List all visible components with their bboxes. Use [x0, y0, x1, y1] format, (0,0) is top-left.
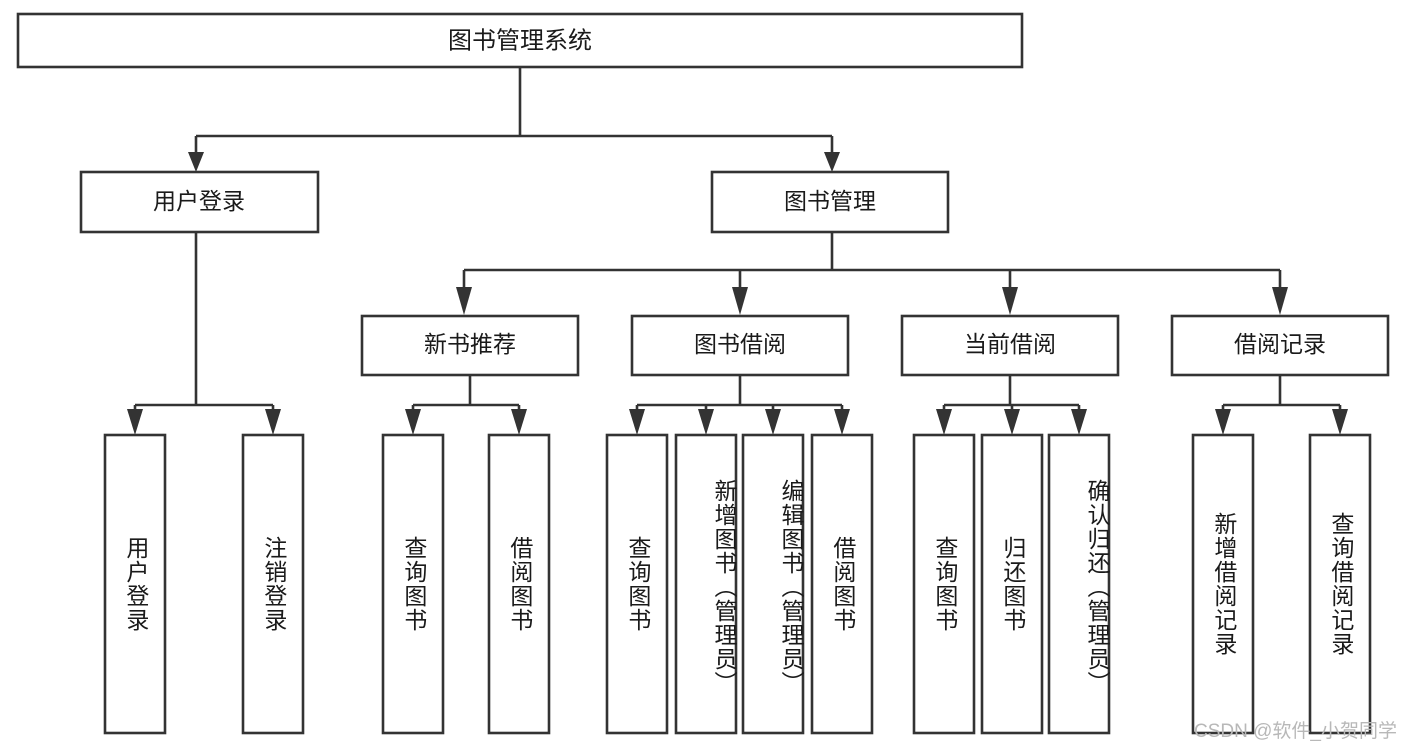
- node-current-borrow-box[interactable]: [900, 314, 1120, 377]
- leaf-label-borrow-record-1: 新增借阅记录: [1210, 512, 1237, 656]
- arrow-leaf-user-login-1: [127, 409, 143, 435]
- leaf-box-book-borrow-4[interactable]: [810, 433, 874, 735]
- arrow-leaf-user-login-2: [265, 409, 281, 435]
- leaf-label-book-borrow-2: 新增图书（管理员）: [711, 479, 737, 695]
- node-new-book-recommend[interactable]: 新书推荐: [360, 314, 580, 377]
- node-new-book-recommend-box[interactable]: [360, 314, 580, 377]
- arrow-to-book-manage: [824, 152, 840, 172]
- node-borrow-record-label: 借阅记录: [1234, 331, 1326, 357]
- leaf-box-current-borrow-1[interactable]: [912, 433, 976, 735]
- node-book-borrow-box[interactable]: [630, 314, 850, 377]
- node-root-box[interactable]: [16, 12, 1024, 69]
- connectors-group: [127, 67, 1348, 435]
- node-user-login-label: 用户登录: [153, 188, 245, 214]
- node-root-label: 图书管理系统: [448, 27, 592, 54]
- node-book-borrow-label: 图书借阅: [694, 331, 786, 357]
- leaf-box-current-borrow-3[interactable]: [1047, 433, 1111, 735]
- csdn-watermark: CSDN @软件_小贺同学: [1194, 721, 1397, 742]
- arrow-leaf-book-borrow-2: [698, 409, 714, 435]
- arrow-leaf-current-borrow-2: [1004, 409, 1020, 435]
- arrow-leaf-book-borrow-1: [629, 409, 645, 435]
- arrow-leaf-new-book-1: [405, 409, 421, 435]
- leaf-label-borrow-record-2: 查询借阅记录: [1327, 512, 1354, 656]
- arrow-leaf-book-borrow-3: [765, 409, 781, 435]
- leaf-box-book-borrow-3[interactable]: [741, 433, 805, 735]
- node-borrow-record[interactable]: 借阅记录: [1170, 314, 1390, 377]
- node-new-book-recommend-label: 新书推荐: [424, 331, 516, 357]
- leaf-box-current-borrow-2[interactable]: [980, 433, 1044, 735]
- leaf-box-borrow-record-1[interactable]: [1191, 433, 1255, 735]
- node-book-borrow[interactable]: 图书借阅: [630, 314, 850, 377]
- node-user-login[interactable]: 用户登录: [79, 170, 320, 234]
- arrow-to-new-book: [456, 287, 472, 315]
- node-borrow-record-box[interactable]: [1170, 314, 1390, 377]
- leaf-boxes-group: [103, 433, 1372, 735]
- leaf-box-user-login-1[interactable]: [103, 433, 167, 735]
- leaf-label-current-borrow-1: 查询图书: [931, 536, 958, 632]
- leaf-label-new-book-1: 查询图书: [400, 536, 427, 632]
- arrow-leaf-new-book-2: [511, 409, 527, 435]
- leaf-label-book-borrow-4: 借阅图书: [829, 536, 856, 632]
- arrow-to-book-borrow: [732, 287, 748, 315]
- arrow-leaf-book-borrow-4: [834, 409, 850, 435]
- leaf-label-user-login-2: 注销登录: [260, 536, 287, 632]
- leaf-label-book-borrow-1: 查询图书: [624, 536, 651, 632]
- arrow-leaf-current-borrow-3: [1071, 409, 1087, 435]
- arrow-leaf-borrow-record-2: [1332, 409, 1348, 435]
- node-current-borrow-label: 当前借阅: [964, 331, 1056, 357]
- node-user-login-box[interactable]: [79, 170, 320, 234]
- leaf-box-book-borrow-2[interactable]: [674, 433, 738, 735]
- leaf-label-current-borrow-3: 确认归还（管理员）: [1084, 479, 1110, 695]
- node-book-manage[interactable]: 图书管理: [710, 170, 950, 234]
- leaf-box-new-book-1[interactable]: [381, 433, 445, 735]
- arrow-to-user-login: [188, 152, 204, 172]
- node-book-manage-label: 图书管理: [784, 188, 876, 214]
- node-current-borrow[interactable]: 当前借阅: [900, 314, 1120, 377]
- leaf-box-user-login-2[interactable]: [241, 433, 305, 735]
- node-root[interactable]: 图书管理系统: [16, 12, 1024, 69]
- arrow-leaf-current-borrow-1: [936, 409, 952, 435]
- leaf-label-current-borrow-2: 归还图书: [999, 536, 1026, 632]
- leaf-box-book-borrow-1[interactable]: [605, 433, 669, 735]
- node-book-manage-box[interactable]: [710, 170, 950, 234]
- arrow-to-borrow-record: [1272, 287, 1288, 315]
- leaf-box-borrow-record-2[interactable]: [1308, 433, 1372, 735]
- leaf-label-book-borrow-3: 编辑图书（管理员）: [778, 479, 804, 695]
- leaf-label-new-book-2: 借阅图书: [506, 536, 533, 632]
- leaf-box-new-book-2[interactable]: [487, 433, 551, 735]
- arrow-to-current-borrow: [1002, 287, 1018, 315]
- arrow-leaf-borrow-record-1: [1215, 409, 1231, 435]
- leaf-label-user-login-1: 用户登录: [122, 536, 149, 632]
